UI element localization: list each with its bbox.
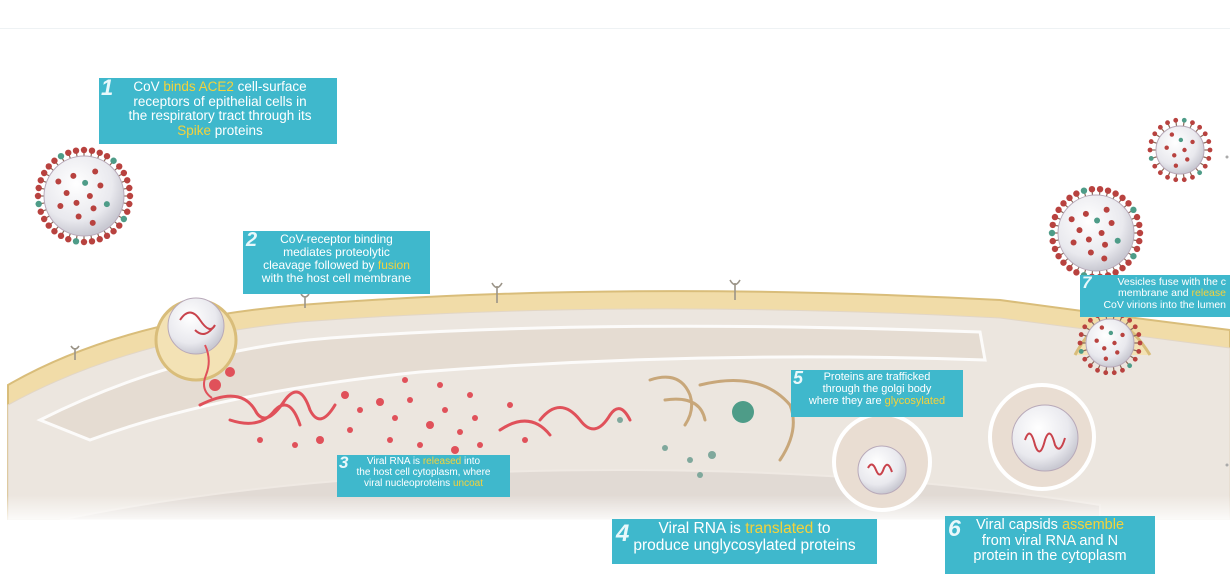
callout-line: with the host cell membrane xyxy=(247,272,426,285)
callout-text-segment: through the golgi body xyxy=(823,383,932,395)
callout-text-segment: membrane and xyxy=(1118,287,1192,299)
nucleoprotein-dot xyxy=(472,415,478,421)
nucleoprotein-dot xyxy=(376,398,384,406)
nucleoprotein-dot xyxy=(437,382,443,388)
callout-highlight: fusion xyxy=(378,258,410,272)
callout-highlight: release xyxy=(1192,287,1226,299)
callout-text-segment: protein in the cytoplasm xyxy=(973,548,1126,564)
nucleoprotein-dot xyxy=(387,437,393,443)
callout-text-segment: from viral RNA and N xyxy=(982,533,1118,549)
nucleoprotein-dot xyxy=(467,392,473,398)
callout-line: from viral RNA and N xyxy=(949,534,1151,550)
nucleoprotein-dot xyxy=(522,437,528,443)
nucleoprotein-dot xyxy=(426,421,434,429)
step-3-number: 3 xyxy=(339,454,348,472)
virion-released-large xyxy=(1049,186,1143,280)
callout-highlight: translated xyxy=(745,520,813,537)
step-2-number: 2 xyxy=(246,230,257,252)
callout-highlight: uncoat xyxy=(453,478,483,489)
callout-text-segment: cleavage followed by xyxy=(263,258,378,272)
callout-line: viral nucleoproteins uncoat xyxy=(341,479,506,490)
callout-line: the respiratory tract through its xyxy=(107,109,333,124)
callout-text-segment: Vesicles fuse with the c xyxy=(1117,276,1226,288)
callout-text-segment: with the host cell membrane xyxy=(262,271,411,285)
callout-line: CoV virions into the lumen xyxy=(1084,300,1226,311)
nucleoprotein-dot xyxy=(316,436,324,444)
callout-line: Viral capsids assemble xyxy=(949,518,1151,534)
nucleoprotein-dot xyxy=(507,402,513,408)
callout-text-segment: to xyxy=(813,520,830,537)
callout-line: produce unglycosylated proteins xyxy=(616,538,873,555)
step-4-text: Viral RNA is translated toproduce unglyc… xyxy=(616,521,873,554)
callout-text-segment: Proteins are trafficked xyxy=(824,371,931,383)
assembly-vesicle-large xyxy=(990,385,1094,489)
callout-text-segment: CoV virions into the lumen xyxy=(1103,299,1226,311)
callout-text-segment: cell-surface xyxy=(234,79,307,94)
callout-line: Spike proteins xyxy=(107,124,333,139)
callout-text-segment: Viral capsids xyxy=(976,517,1062,533)
step-4-number: 4 xyxy=(616,521,629,547)
callout-highlight: released xyxy=(423,456,461,467)
nucleoprotein-dot xyxy=(477,442,483,448)
nucleoprotein-dot xyxy=(357,407,363,413)
nucleoprotein-dot xyxy=(442,407,448,413)
callout-text-segment: proteins xyxy=(211,123,263,138)
callout-highlight: binds ACE2 xyxy=(163,79,234,94)
nucleoprotein-dot xyxy=(257,437,263,443)
nucleoprotein-dot xyxy=(392,415,398,421)
callout-text-segment: produce unglycosylated proteins xyxy=(633,537,855,554)
nucleoprotein-dot xyxy=(407,397,413,403)
nucleoprotein-dot xyxy=(347,427,353,433)
callout-line: receptors of epithelial cells in xyxy=(107,95,333,110)
nucleoprotein-dot xyxy=(451,446,459,454)
callout-text-segment: the respiratory tract through its xyxy=(128,108,311,123)
step-6-number: 6 xyxy=(948,516,961,541)
nucleoprotein-dot xyxy=(225,367,235,377)
virion-released-small xyxy=(1148,118,1213,182)
callout-text-segment: the host cell cytoplasm, where xyxy=(357,467,491,478)
nucleoprotein-dot xyxy=(292,442,298,448)
callout-text-segment: CoV xyxy=(133,79,163,94)
nucleoprotein-dot xyxy=(402,377,408,383)
callout-text-segment: viral nucleoproteins xyxy=(364,478,453,489)
assembly-vesicle-small xyxy=(834,414,930,510)
callout-text-segment: Viral RNA is xyxy=(367,456,423,467)
callout-text-segment: receptors of epithelial cells in xyxy=(133,94,306,109)
step-5-number: 5 xyxy=(793,369,803,388)
nucleoprotein-dot xyxy=(209,379,221,391)
virion-free-left xyxy=(35,147,133,245)
nucleoprotein-dot xyxy=(457,429,463,435)
step-1-number: 1 xyxy=(101,76,113,100)
callout-text-segment: into xyxy=(461,456,480,467)
callout-highlight: Spike xyxy=(177,123,211,138)
nucleoprotein-dot xyxy=(417,442,423,448)
callout-text-segment: Viral RNA is xyxy=(658,520,745,537)
callout-line: protein in the cytoplasm xyxy=(949,549,1151,565)
callout-line: where they are glycosylated xyxy=(795,396,959,408)
callout-text-segment: where they are xyxy=(809,395,885,407)
callout-highlight: glycosylated xyxy=(885,395,946,407)
callout-line: Viral RNA is translated to xyxy=(616,521,873,538)
callout-text-segment: mediates proteolytic xyxy=(283,245,390,259)
step-7-number: 7 xyxy=(1082,275,1091,292)
callout-highlight: assemble xyxy=(1062,517,1124,533)
nucleoprotein-dot xyxy=(341,391,349,399)
callout-line: CoV binds ACE2 cell-surface xyxy=(107,80,333,95)
callout-text-segment: CoV-receptor binding xyxy=(280,232,393,246)
